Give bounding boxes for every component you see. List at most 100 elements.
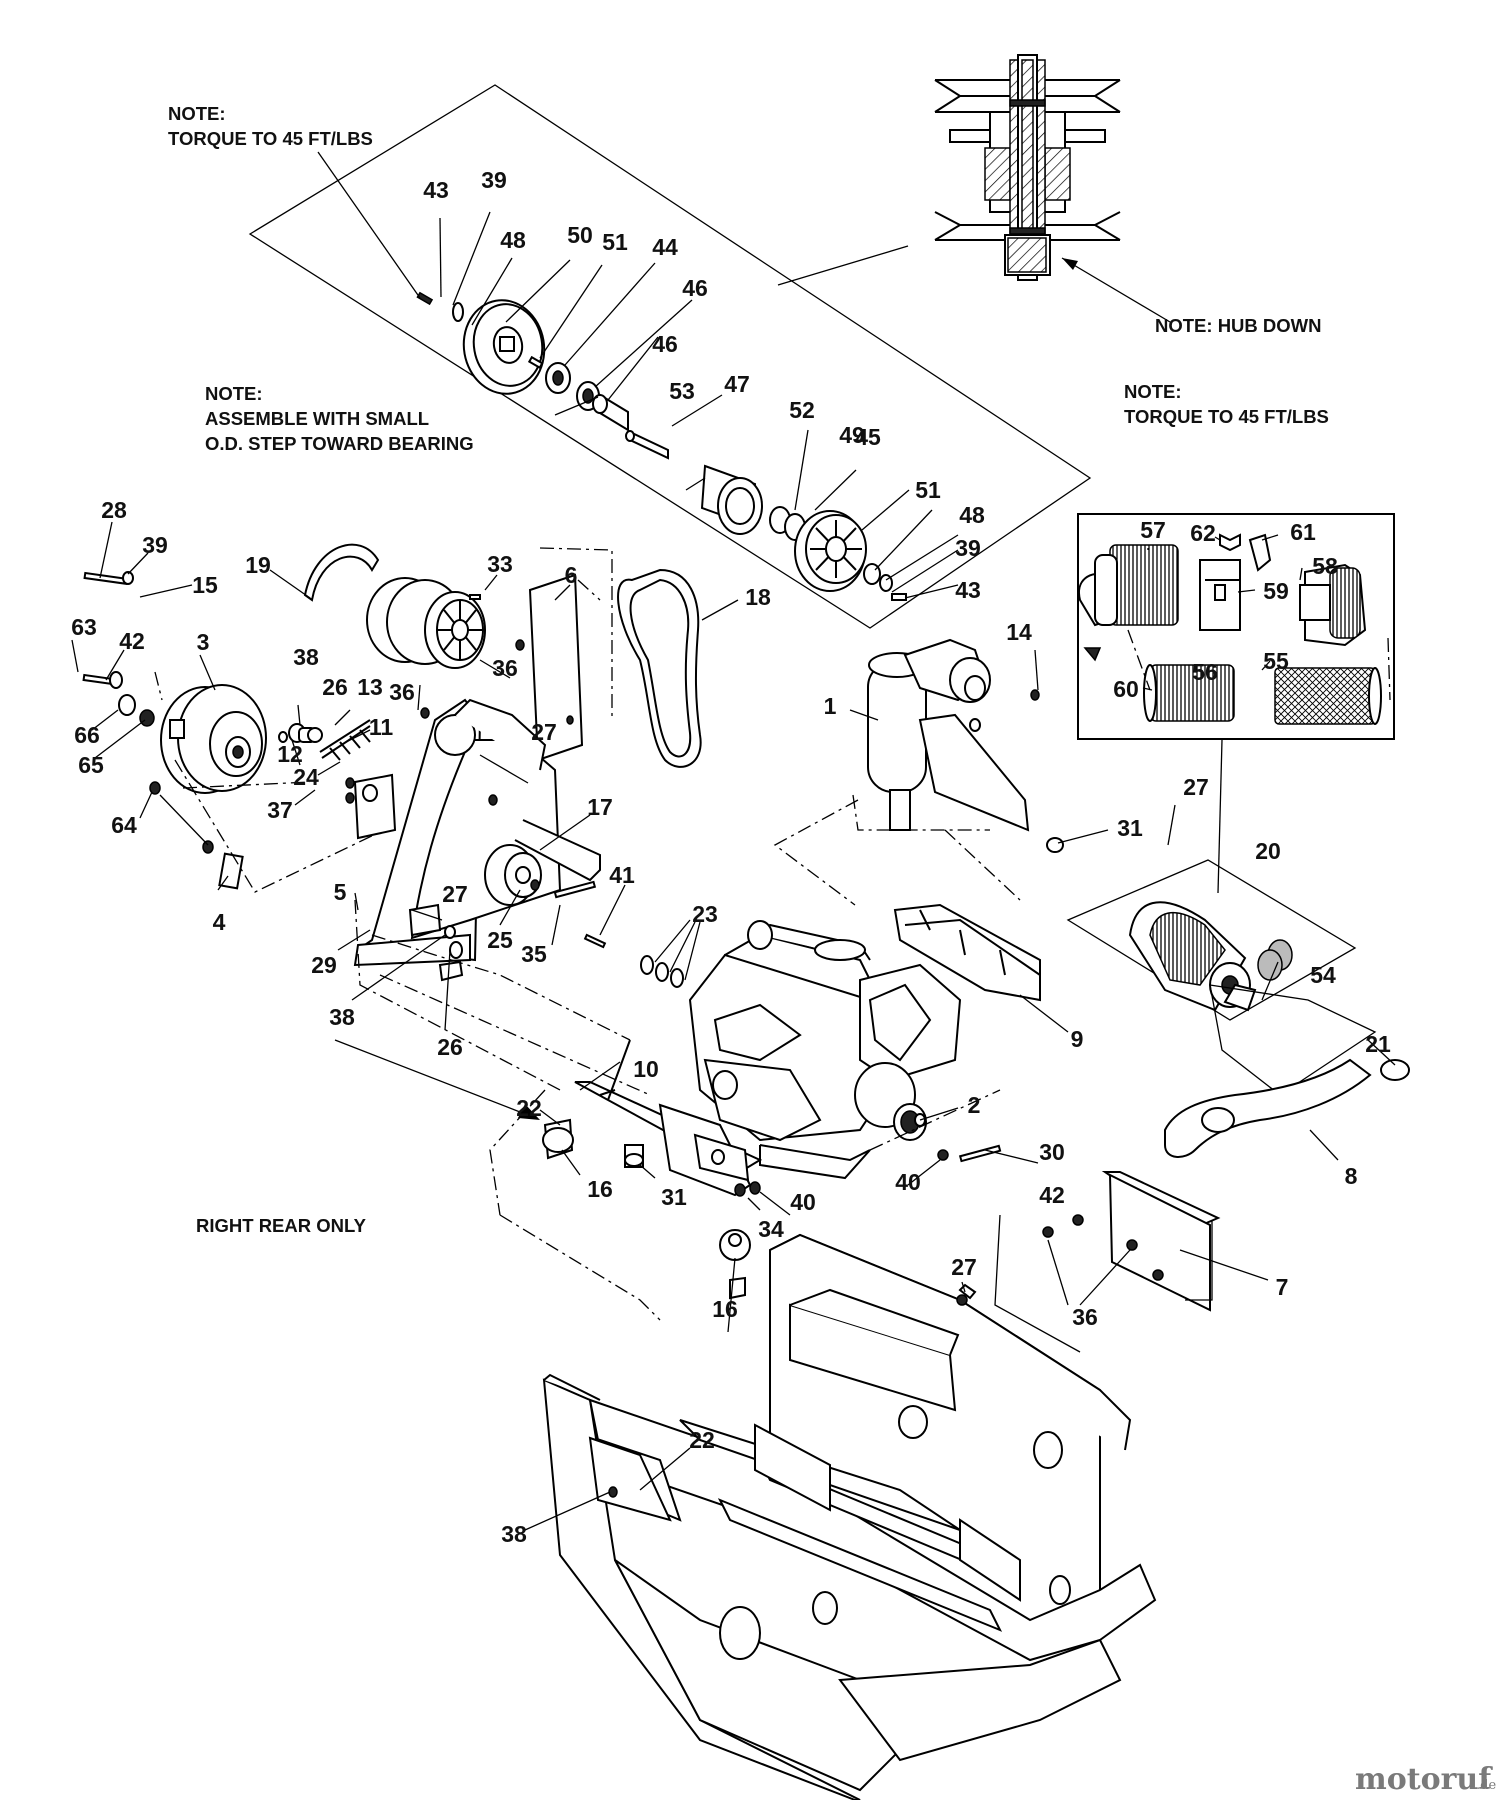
part-callout-label: 35: [521, 941, 547, 967]
note-right-rear-only: RIGHT REAR ONLY: [196, 1215, 367, 1236]
part-callout-label: 33: [487, 551, 513, 577]
main-frame: [542, 1229, 1157, 1800]
engine-leaders: [654, 649, 1176, 1186]
part-callout-label: 66: [74, 722, 100, 748]
intake-leaders: [1261, 961, 1396, 1161]
part-callout-label: 51: [915, 477, 941, 503]
part-callout-label: 18: [745, 584, 771, 610]
bracket-leaders: [1047, 1239, 1269, 1306]
part-callout-label: 36: [492, 655, 518, 681]
part-callout-label: 27: [442, 881, 468, 907]
part-callout-label: 63: [71, 614, 97, 640]
part-callout-label: 7: [1276, 1274, 1289, 1300]
part-callout-label: 28: [101, 497, 127, 523]
part-callout-label: 47: [724, 371, 750, 397]
part-callout-label: 48: [500, 227, 526, 253]
bracket-7: [1042, 1171, 1221, 1312]
part-callout-label: 36: [1072, 1304, 1098, 1330]
part-callout-label: 39: [481, 167, 507, 193]
part-callout-label: 34: [758, 1216, 784, 1242]
air-intake-assembly: [1066, 859, 1357, 1021]
part-callout-label: 4: [213, 909, 226, 935]
part-callout-label: 42: [119, 628, 145, 654]
hub-section-view: [934, 54, 1121, 281]
part-callout-label: 38: [293, 644, 319, 670]
hub-note-leader: [1061, 257, 1171, 323]
top-assembly-leaders: [317, 151, 959, 599]
part-callout-label: 57: [1140, 517, 1166, 543]
note-line: ASSEMBLE WITH SMALL: [205, 408, 429, 429]
part-callout-label: 16: [587, 1176, 613, 1202]
intake-hose-8: [1164, 1058, 1410, 1158]
note-line: O.D. STEP TOWARD BEARING: [205, 433, 474, 454]
top-pulley-assembly: [416, 291, 907, 601]
part-callout-label: 45: [855, 424, 881, 450]
part-callout-label: 30: [1039, 1139, 1065, 1165]
part-callout-label: 36: [389, 679, 415, 705]
part-callout-label: 20: [1255, 838, 1281, 864]
part-callout-label: 17: [587, 794, 613, 820]
part-callout-label: 62: [1190, 520, 1216, 546]
note-torque-right: NOTE: TORQUE TO 45 FT/LBS: [1124, 381, 1329, 427]
part-callout-label: 31: [1117, 815, 1143, 841]
part-callout-label: 60: [1113, 676, 1139, 702]
note-line: TORQUE TO 45 FT/LBS: [168, 128, 373, 149]
part-callout-label: 48: [959, 502, 985, 528]
part-callout-label: 51: [602, 229, 628, 255]
part-callout-label: 56: [1192, 659, 1218, 685]
note-hub-down: NOTE: HUB DOWN: [1155, 315, 1321, 336]
bracket-mount-link: [994, 1214, 1081, 1353]
part-callout-label: 15: [192, 572, 218, 598]
part-callout-label: 10: [633, 1056, 659, 1082]
part-callout-label: 6: [565, 562, 578, 588]
part-callout-label: 54: [1310, 962, 1336, 988]
part-callout-label: 38: [501, 1521, 527, 1547]
belt-drive-leaders: [269, 569, 739, 1031]
part-callout-label: 52: [789, 397, 815, 423]
note-line: NOTE:: [205, 383, 263, 404]
part-callout-label: 59: [1263, 578, 1289, 604]
part-callout-label: 27: [1183, 774, 1209, 800]
part-callout-label: 24: [293, 764, 319, 790]
part-callout-label: 5: [334, 879, 347, 905]
mount-leaders: [539, 1061, 791, 1216]
part-callout-label: 40: [790, 1189, 816, 1215]
part-callout-label: 27: [531, 719, 557, 745]
part-callout-label: 55: [1263, 648, 1289, 674]
part-callout-label: 43: [423, 177, 449, 203]
brand-logo-text: motoruf: [1355, 1762, 1493, 1797]
part-callout-label: 46: [652, 331, 678, 357]
air-filter-leaders: [1142, 534, 1303, 691]
part-callout-label: 39: [142, 532, 168, 558]
engine-block: [640, 903, 1041, 1180]
note-line: NOTE:: [1124, 381, 1182, 402]
part-callout-label: 58: [1312, 553, 1338, 579]
note-line: NOTE:: [168, 103, 226, 124]
intake-hose-frame: [1209, 984, 1377, 1096]
part-callout-label: 1: [824, 693, 837, 719]
part-callout-label: 64: [111, 812, 137, 838]
part-callout-label: 21: [1365, 1031, 1391, 1057]
filter-box-link: [1217, 739, 1223, 894]
part-callout-label: 41: [609, 862, 635, 888]
brand-watermark: motoruf .de: [1355, 1762, 1496, 1797]
part-callout-label: 12: [277, 741, 303, 767]
clutch-assembly: [82, 571, 381, 893]
part-callout-label: 25: [487, 927, 513, 953]
part-callout-label: 40: [895, 1169, 921, 1195]
part-callout-label: 26: [437, 1034, 463, 1060]
part-callout-label: 22: [516, 1095, 542, 1121]
part-callout-label: 43: [955, 577, 981, 603]
part-callout-label: 22: [689, 1427, 715, 1453]
part-callout-label: 16: [712, 1296, 738, 1322]
part-callout-label: 19: [245, 552, 271, 578]
part-callout-label: 53: [669, 378, 695, 404]
part-callout-label: 2: [968, 1092, 981, 1118]
part-callout-label: 46: [682, 275, 708, 301]
part-callout-label: 13: [357, 674, 383, 700]
frame-leaders: [524, 1257, 966, 1531]
part-callout-label: 61: [1290, 519, 1316, 545]
part-callout-label: 31: [661, 1184, 687, 1210]
